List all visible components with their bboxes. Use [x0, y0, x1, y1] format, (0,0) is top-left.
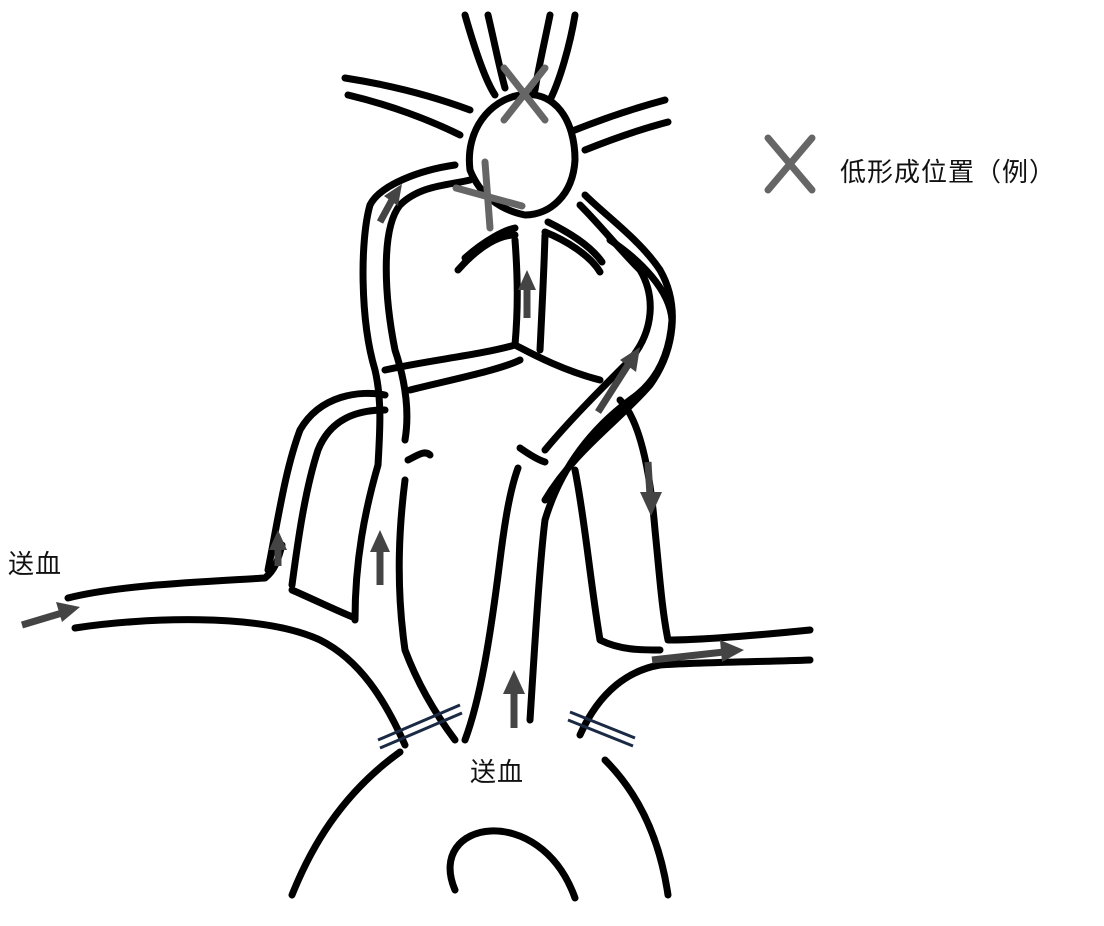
- left-carotid-inner-upper: [386, 180, 470, 440]
- basilar-right: [540, 235, 545, 350]
- arrow-basilar: [518, 270, 536, 318]
- basilar-left: [515, 240, 517, 345]
- pca-left-2: [465, 228, 515, 258]
- vessel-walls: [68, 15, 810, 898]
- inflow-label-left: 送血: [8, 552, 62, 578]
- arch-inner: [450, 831, 575, 898]
- right-outflow-upper: [620, 400, 810, 640]
- arch-outer-right: [605, 760, 668, 895]
- arrow-inflow-left: [22, 602, 80, 625]
- clamp-right: [568, 712, 635, 746]
- aca-left-inner: [488, 15, 505, 88]
- left-carotid-inner: [399, 480, 455, 740]
- legend-label: 低形成位置（例）: [840, 152, 1056, 189]
- left-inflow-upper: [68, 545, 282, 598]
- left-carotid-stub: [408, 453, 430, 460]
- arrow-right-down: [640, 462, 662, 516]
- arch-outer-left: [292, 752, 400, 895]
- x-mark-icon: [456, 162, 522, 228]
- left-outer-loop-outer: [268, 393, 385, 570]
- mca-right-lower: [585, 122, 668, 150]
- aca-right-outer: [550, 15, 575, 100]
- left-branch-inner: [292, 590, 355, 618]
- pca-right-2: [548, 222, 602, 262]
- left-inflow-lower: [75, 620, 405, 745]
- right-outflow-lower: [580, 660, 810, 735]
- inflow-label-bottom: 送血: [470, 760, 524, 786]
- central-stub-left: [520, 448, 545, 462]
- central-vessel-left: [465, 468, 518, 740]
- posterior-communicating-upper: [385, 345, 600, 380]
- arrow-central-bottom: [503, 670, 525, 728]
- mca-left-upper: [345, 78, 470, 110]
- x-mark-icon: [760, 130, 820, 200]
- legend: 低形成位置（例）: [760, 130, 1100, 200]
- arrow-left-carotid: [370, 530, 390, 585]
